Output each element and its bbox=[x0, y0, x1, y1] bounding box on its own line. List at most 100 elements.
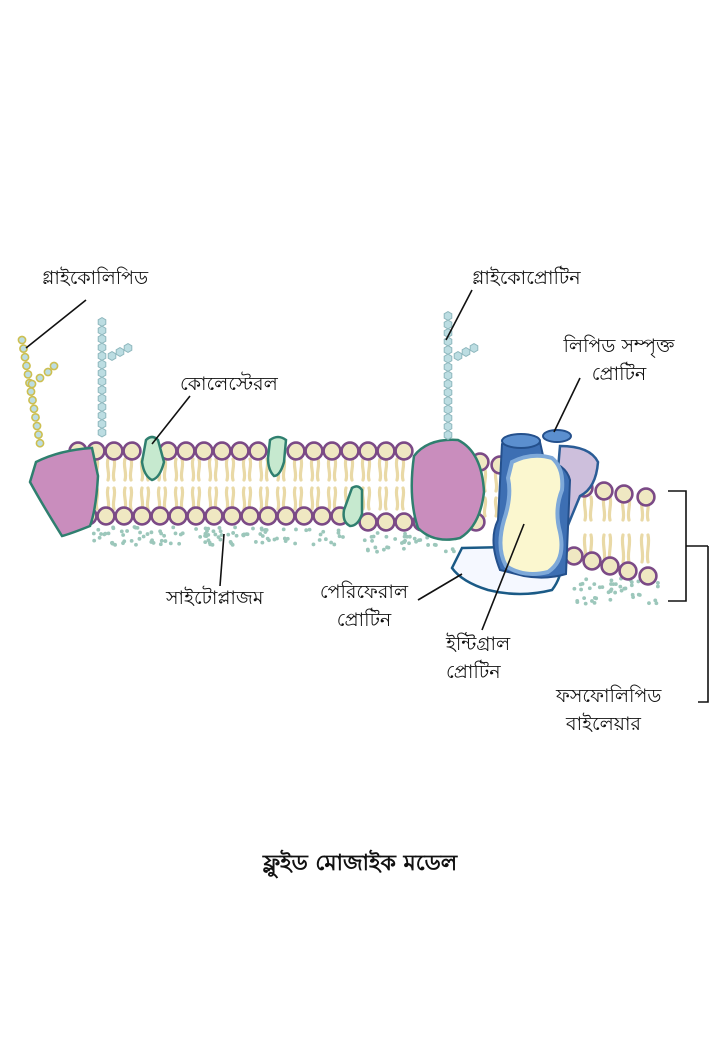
lipid-tail bbox=[326, 486, 332, 511]
lipid-tail bbox=[315, 457, 321, 482]
lipid-tail bbox=[639, 533, 645, 564]
glycolipid-sugar-unit bbox=[49, 361, 59, 371]
lipid-tail bbox=[400, 457, 406, 482]
glycolipid-sugar-unit bbox=[27, 379, 37, 389]
sugar-unit bbox=[115, 347, 125, 357]
phospholipid-head bbox=[304, 441, 324, 461]
cytoplasm-dot bbox=[251, 526, 255, 531]
glycolipid-sugar-unit bbox=[26, 387, 36, 396]
cytoplasm-dot bbox=[226, 532, 231, 537]
lipid-tail bbox=[383, 486, 389, 511]
sugar-unit bbox=[461, 347, 471, 357]
cytoplasm-dot bbox=[426, 543, 430, 547]
cytoplasm-dot bbox=[609, 578, 614, 583]
cytoplasm-dot bbox=[403, 531, 407, 536]
phospholipid-head bbox=[168, 506, 188, 526]
cytoplasm-dot bbox=[293, 541, 298, 546]
cytoplasm-dot bbox=[231, 531, 236, 535]
lipid-tail bbox=[139, 486, 145, 511]
label-glycoprotein: গ্লাইকোপ্রোটিন bbox=[472, 267, 581, 289]
lipid-tail bbox=[196, 457, 202, 482]
sugar-unit bbox=[443, 353, 453, 364]
phospholipid-head bbox=[594, 481, 614, 501]
cytoplasm-dot bbox=[572, 586, 577, 591]
phospholipid-head bbox=[276, 506, 296, 526]
lipid-tail bbox=[298, 486, 304, 511]
cytoplasm-dot bbox=[173, 531, 178, 536]
integral-protein-channel-top bbox=[542, 429, 572, 443]
lipid-tail bbox=[298, 457, 304, 482]
lipid-tail bbox=[213, 457, 219, 482]
sugar-unit bbox=[97, 351, 107, 361]
cytoplasm-dot bbox=[375, 531, 380, 535]
cytoplasm-dot bbox=[158, 542, 163, 547]
phospholipid-head bbox=[322, 441, 342, 461]
cytoplasm-dot bbox=[583, 601, 588, 606]
lipid-tail bbox=[315, 486, 321, 511]
phospholipid-head bbox=[358, 441, 378, 461]
cytoplasm-dot bbox=[260, 540, 265, 545]
sugar-unit bbox=[97, 342, 107, 353]
bilayer-bracket bbox=[668, 490, 709, 703]
cytoplasm-dot bbox=[401, 546, 406, 551]
cytoplasm-dot bbox=[407, 541, 411, 546]
lipid-tail bbox=[213, 486, 219, 511]
label-lipid-anchored-protein-line2: প্রোটিন bbox=[591, 363, 647, 385]
label-cytoplasm: সাইটোপ্লাজম bbox=[166, 587, 264, 609]
cytoplasm-dot bbox=[631, 595, 636, 600]
cytoplasm-dot bbox=[362, 538, 367, 543]
lipid-tail bbox=[309, 486, 315, 511]
lipid-tail bbox=[230, 457, 236, 482]
cytoplasm-dot bbox=[211, 529, 216, 534]
sugar-unit bbox=[97, 317, 107, 327]
phospholipid-head bbox=[204, 506, 224, 526]
cytoplasm-dot bbox=[609, 587, 614, 592]
cytoplasm-dot bbox=[384, 534, 389, 539]
cytoplasm-dot bbox=[418, 538, 423, 542]
lipid-tail bbox=[332, 457, 338, 482]
cytoplasm-dot bbox=[332, 542, 337, 547]
phospholipid-head bbox=[600, 556, 620, 576]
phospholipid-head bbox=[394, 512, 414, 532]
cytoplasm-dot bbox=[103, 531, 108, 536]
glycolipid-sugar-unit bbox=[20, 352, 30, 362]
cytoplasm-dot bbox=[91, 531, 96, 536]
glycolipid-sugar-unit bbox=[19, 344, 28, 353]
lipid-tail bbox=[190, 486, 196, 511]
cytoplasm-dot bbox=[579, 587, 584, 592]
cytoplasm-dot bbox=[580, 581, 585, 586]
lipid-tail bbox=[224, 457, 230, 482]
lipid-tail bbox=[230, 486, 236, 511]
cytoplasm-dot bbox=[653, 598, 658, 603]
cytoplasm-dot bbox=[92, 538, 97, 543]
glycolipid-sugar-unit bbox=[35, 373, 45, 383]
cytoplasm-dot bbox=[264, 528, 269, 532]
phospholipid-head bbox=[114, 506, 134, 526]
lipid-tail bbox=[366, 457, 372, 482]
cytoplasm-dot bbox=[218, 537, 223, 542]
cytoplasm-dot bbox=[597, 585, 602, 590]
cytoplasm-dot bbox=[97, 535, 102, 540]
phospholipid-head bbox=[222, 506, 242, 526]
cytoplasm-dot bbox=[317, 538, 322, 542]
cytoplasm-dot bbox=[283, 539, 288, 543]
lipid-tail bbox=[482, 496, 488, 518]
cytoplasm-dot bbox=[141, 534, 146, 539]
cytoplasm-dot bbox=[629, 580, 634, 585]
lipid-tail bbox=[377, 486, 383, 511]
leader-line bbox=[25, 299, 87, 349]
lipid-tail bbox=[645, 533, 651, 564]
cytoplasm-dot bbox=[253, 540, 258, 544]
cytoplasm-dot bbox=[307, 527, 312, 532]
integral-protein-channel-top bbox=[501, 433, 541, 449]
cytoplasm-dot bbox=[113, 542, 117, 547]
phospholipid-head bbox=[230, 441, 250, 461]
sugar-unit bbox=[97, 325, 107, 336]
sugar-unit bbox=[443, 379, 453, 389]
sugar-unit bbox=[443, 430, 453, 440]
label-glycolipid: গ্লাইকোলিপিড bbox=[42, 267, 149, 289]
label-peripheral-protein-line2: প্রোটিন bbox=[336, 609, 392, 631]
cytoplasm-dot bbox=[203, 526, 208, 531]
lipid-tail bbox=[247, 457, 253, 482]
